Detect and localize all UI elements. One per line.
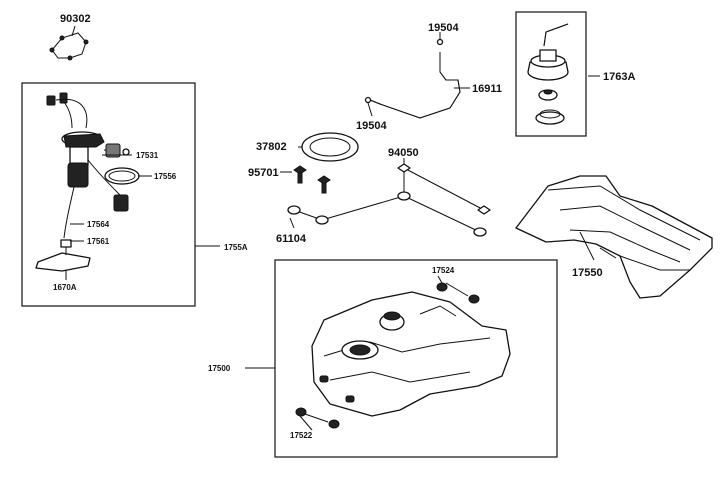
- mount-61104: [287, 191, 487, 237]
- clamp-19504-bottom: [364, 96, 372, 104]
- leader-lines: [65, 154, 617, 431]
- label-16911: 16911: [472, 83, 502, 95]
- label-17561: 17561: [87, 237, 110, 246]
- filler-cap-group-frame: [515, 11, 587, 137]
- fuel-pump-group: [21, 82, 196, 307]
- label-1670A: 1670A: [53, 283, 77, 292]
- strainer-1670A: [35, 252, 91, 272]
- oring-17556: [104, 167, 140, 185]
- label-17500: 17500: [208, 364, 231, 373]
- label-37802: 37802: [256, 141, 287, 153]
- gasket-37802: [298, 132, 359, 162]
- fuel-tank-group-frame: [274, 259, 558, 458]
- label-19504-bottom: 19504: [356, 120, 387, 132]
- label-17550: 17550: [572, 267, 603, 279]
- label-19504-top: 19504: [428, 22, 459, 34]
- label-95701: 95701: [248, 167, 279, 179]
- clamp-19504-top: [436, 38, 444, 46]
- fuel-pump-illustration: [46, 92, 121, 239]
- mount-94050: [397, 163, 491, 215]
- label-17522: 17522: [290, 431, 313, 440]
- connector-plug: [113, 194, 129, 212]
- clip-90302: [49, 25, 89, 61]
- grommets-17524: [436, 282, 480, 304]
- filter-17561: [60, 239, 72, 248]
- label-17564: 17564: [87, 220, 110, 229]
- label-61104: 61104: [276, 233, 307, 245]
- fuel-tank-17500: [311, 291, 511, 417]
- label-94050: 94050: [388, 147, 419, 159]
- bolts-95701: [280, 165, 331, 194]
- part-labels: 90302 17531 17556 17564 17561 1670A 1755…: [53, 13, 635, 440]
- label-1755A: 1755A: [224, 243, 248, 252]
- breather-hose-16911: [364, 32, 470, 119]
- label-90302: 90302: [60, 13, 91, 25]
- sensor-17531: [105, 143, 130, 158]
- grommets-17522: [295, 407, 340, 429]
- fuel-pump-group-frame: [21, 82, 196, 307]
- filler-cap: [527, 49, 569, 81]
- label-17556: 17556: [154, 172, 177, 181]
- label-17531: 17531: [136, 151, 159, 160]
- filler-cap-group: [515, 11, 600, 137]
- label-1763A: 1763A: [603, 71, 635, 83]
- label-17524: 17524: [432, 266, 455, 275]
- fuel-tank-group: [274, 259, 558, 458]
- tank-mounts: [287, 163, 491, 237]
- tank-guard-17550: [515, 175, 713, 299]
